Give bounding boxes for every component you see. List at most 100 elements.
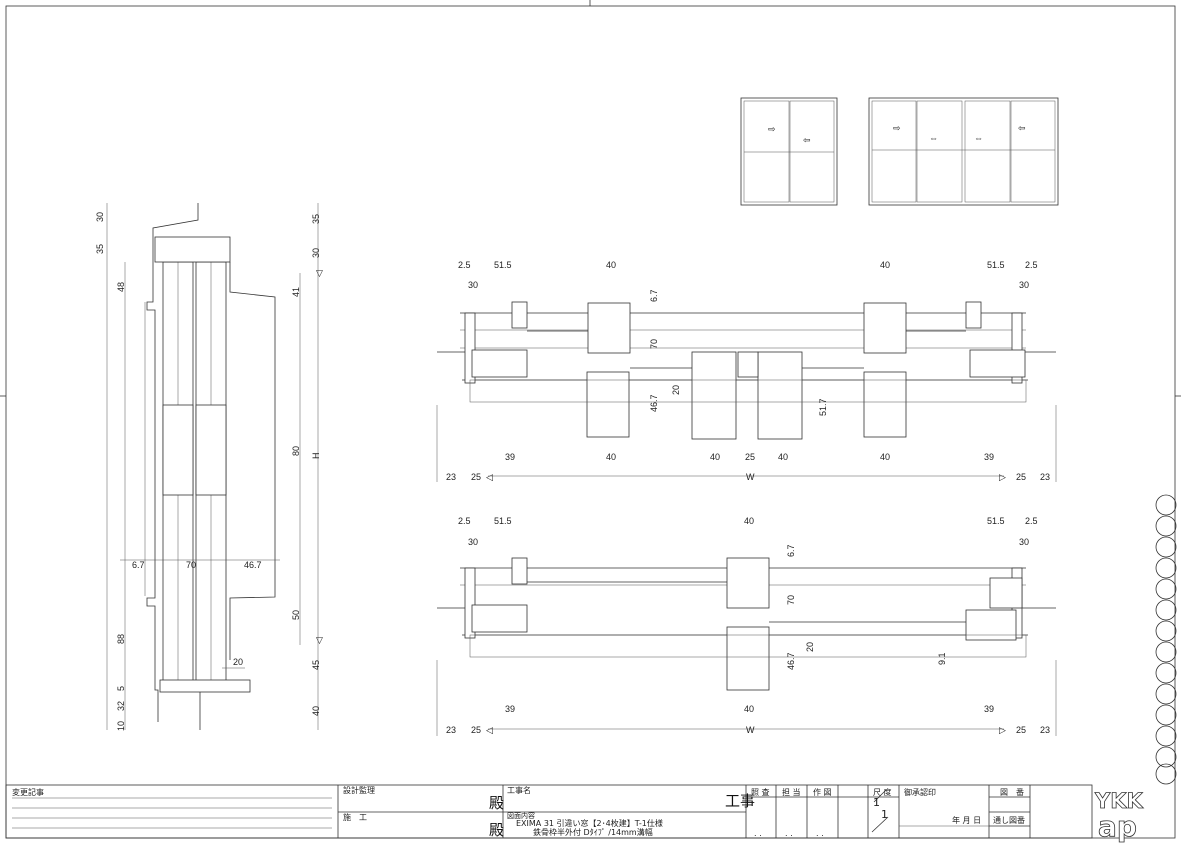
dim-label: 35 [95,244,105,254]
drawing-content-line: EXIMA 31 引違い窓【2･4枚建】T-1仕様 [516,818,663,828]
dim-label: 39 [984,452,994,462]
dim-label: 46.7 [786,652,796,670]
drawing-content-line: 鉄骨枠半外付 Dﾀｲﾌﾟ /14mm溝幅 [533,827,653,837]
dim-label: 20 [805,642,815,652]
dim-label: 6.7 [649,289,659,302]
dim-label: 2.5 [1025,516,1038,526]
dim-label: 23 [1040,725,1050,735]
svg-text:YKK: YKK [1094,789,1143,813]
dim-label: 40 [744,704,754,714]
scale-label: 尺 度 [873,787,892,797]
dim-label: 10 [116,721,126,731]
dim-label: 2.5 [1025,260,1038,270]
drafting-label: 作 図 [813,787,832,797]
dim-label: 80 [291,446,301,456]
dim-label: 40 [311,706,321,716]
svg-text:ap: ap [1098,810,1137,843]
honorific-label: 殿 [489,794,504,812]
arrow-end-icon: ▷ [999,472,1006,482]
dim-label: 41 [291,287,301,297]
plan-section-4panel: ◁ ▷ 2.5 51.5 30 40 40 51.5 2.5 30 6.7 70… [436,260,1057,482]
dim-label: 25 [471,725,481,735]
drawing-no-label: 図 番 [1000,787,1024,797]
dim-label: 23 [446,725,456,735]
construction-label: 施 工 [343,812,367,822]
dots: . . [785,829,793,838]
dim-label: 51.5 [987,260,1005,270]
elevation-2panel: ⇨ ⇦ [740,97,838,206]
dim-label: 6.7 [132,560,145,570]
triangle-marker-icon: ▽ [316,635,323,645]
dim-label: 70 [186,560,196,570]
dim-label: 40 [880,260,890,270]
dim-label: 88 [116,634,126,644]
dim-label: 40 [744,516,754,526]
dim-label: 30 [311,248,321,258]
dim-label: 46.7 [244,560,262,570]
drawing-content-label: 図面内容 [507,811,535,820]
dim-label: 9.1 [937,652,947,665]
vertical-section: ▽ ▽ 30 35 48 88 5 32 10 35 30 41 80 H 50… [95,203,323,731]
arrow-both-icon: ⇔ [974,133,983,143]
dim-label: 5 [116,686,126,691]
serial-no-label: 通し図番 [993,815,1025,825]
dim-label: 39 [984,704,994,714]
dim-label: W [746,472,755,482]
arrow-left-icon: ⇦ [1018,123,1026,133]
dim-label: 70 [786,595,796,605]
dim-label: 46.7 [649,394,659,412]
scale-numerator: 1 [873,796,880,809]
elevation-4panel: ⇨ ⇔ ⇔ ⇦ [868,97,1059,206]
arrow-right-icon: ⇨ [768,124,776,134]
dim-label: 39 [505,452,515,462]
dots: . . [754,829,762,838]
dim-label: 40 [880,452,890,462]
arrow-start-icon: ◁ [486,472,493,482]
dim-label: 40 [606,452,616,462]
dim-label: 2.5 [458,260,471,270]
dim-label: 35 [311,214,321,224]
arrow-end-icon: ▷ [999,725,1006,735]
dim-label: 20 [671,385,681,395]
dim-label: 39 [505,704,515,714]
arrow-both-icon: ⇔ [929,133,938,143]
approval-label: 御承認印 [904,787,936,797]
project-suffix: 工事 [725,792,755,810]
dim-label: 40 [778,452,788,462]
dim-label: 25 [1016,725,1026,735]
check-label: 照 査 [751,787,770,797]
dim-label: W [746,725,755,735]
arrow-right-icon: ⇨ [893,123,901,133]
arrow-start-icon: ◁ [486,725,493,735]
dim-label: 30 [1019,280,1029,290]
dim-label: 20 [233,657,243,667]
dim-label: 51.5 [494,516,512,526]
dim-label: 50 [291,610,301,620]
arrow-left-icon: ⇦ [803,135,811,145]
ykk-ap-logo: YKK ap [1094,789,1144,843]
dim-label: 30 [95,212,105,222]
dim-label: 51.5 [987,516,1005,526]
triangle-marker-icon: ▽ [316,268,323,278]
date-label: 年 月 日 [952,815,981,825]
revision-circles [1155,494,1177,785]
dim-label: 2.5 [458,516,471,526]
dim-label: 48 [116,282,126,292]
dim-label: 51.7 [818,398,828,416]
dim-label: 30 [468,280,478,290]
dim-label: 25 [1016,472,1026,482]
project-name-label: 工事名 [507,785,531,795]
dim-label: 40 [606,260,616,270]
title-block: 変更記事 設計監理 施 工 殿 殿 工事名 工事 図面内容 EXIMA 31 引… [5,784,1093,839]
dim-label: 70 [649,339,659,349]
scale-denominator: 1 [881,808,888,821]
dim-label: 23 [446,472,456,482]
dim-label: 23 [1040,472,1050,482]
dim-label: 51.5 [494,260,512,270]
charge-label: 担 当 [782,787,801,797]
dim-label: 25 [471,472,481,482]
dots: . . [816,829,824,838]
dim-label: H [311,453,321,460]
revision-label: 変更記事 [12,787,44,797]
